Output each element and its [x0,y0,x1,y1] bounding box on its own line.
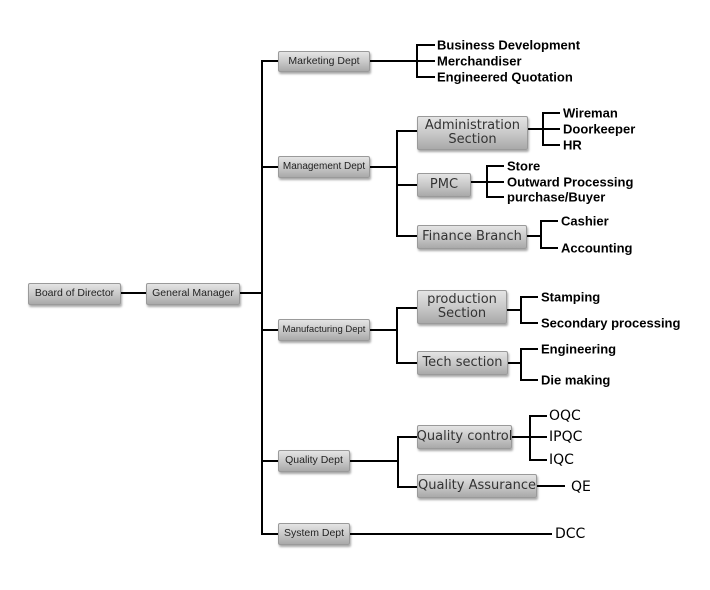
board-of-director-node[interactable]: Board of Director [28,283,121,305]
leaf-engineering: Engineering [541,341,617,357]
tech-section-node[interactable]: Tech section [417,351,508,375]
manufacturing-dept-node[interactable]: Manufacturing Dept [278,319,370,341]
leaf-outward-processing: Outward Processing [507,174,634,190]
leaf-hr: HR [563,137,582,153]
leaf-doorkeeper: Doorkeeper [563,121,636,137]
bracket-finance [540,220,558,249]
leaf-store: Store [507,158,541,174]
leaf-iqc: IQC [549,452,574,468]
quality-assurance-node[interactable]: Quality Assurance [417,474,537,498]
leaf-engineered-quotation: Engineered Quotation [437,69,573,85]
general-manager-node[interactable]: General Manager [146,283,240,305]
leaf-oqc: OQC [549,408,581,424]
finance-branch-node[interactable]: Finance Branch [417,225,527,249]
leaf-ipqc: IPQC [549,429,583,445]
leaf-qe: QE [571,479,591,495]
manufacturing-spine [396,307,417,364]
leaf-business-development: Business Development [437,37,581,53]
leaf-purchase-buyer: purchase/Buyer [507,189,606,205]
leaf-cashier: Cashier [561,213,609,229]
marketing-dept-node[interactable]: Marketing Dept [278,51,370,72]
production-section-node[interactable]: production Section [417,290,507,324]
quality-spine [397,436,417,488]
administration-section-node[interactable]: Administration Section [417,116,528,150]
pmc-node[interactable]: PMC [417,173,471,197]
leaf-secondary-processing: Secondary processing [541,315,681,331]
leaf-wireman: Wireman [563,105,618,121]
leaf-die-making: Die making [541,372,611,388]
management-dept-node[interactable]: Management Dept [278,156,370,178]
quality-control-node[interactable]: Quality control [417,425,512,449]
bracket-production [520,296,538,324]
leaf-accounting: Accounting [561,240,633,256]
system-dept-node[interactable]: System Dept [278,523,350,545]
leaf-dcc: DCC [555,526,586,542]
quality-dept-node[interactable]: Quality Dept [278,450,350,472]
leaf-merchandiser: Merchandiser [437,53,522,69]
bracket-tech [520,348,538,381]
leaf-stamping: Stamping [541,289,601,305]
